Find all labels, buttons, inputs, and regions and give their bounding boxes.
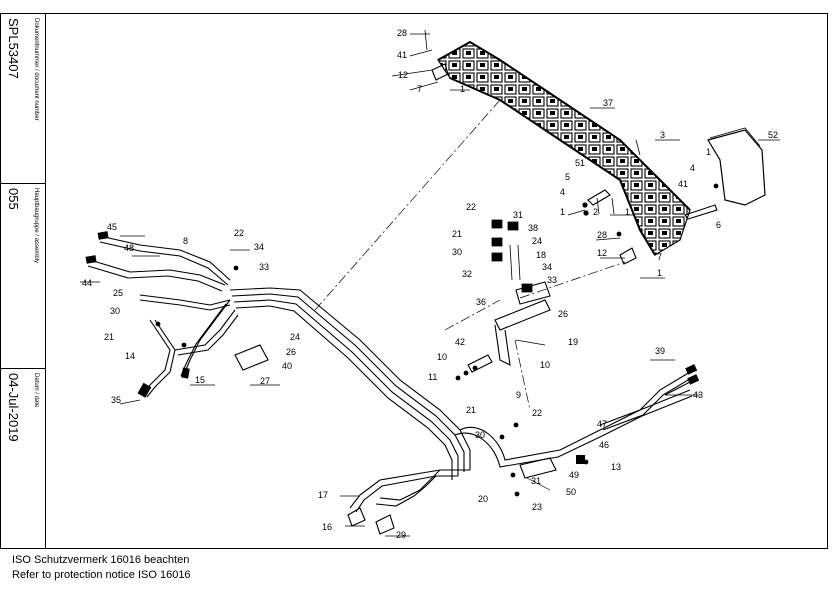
callout-44: 44 (82, 278, 92, 288)
callout-47: 47 (597, 419, 607, 429)
callout-32: 32 (462, 269, 472, 279)
cable-carrier-chain (437, 40, 691, 256)
callout-37: 37 (603, 98, 613, 108)
callout-31: 31 (513, 210, 523, 220)
callout-26: 26 (558, 309, 568, 319)
callout-21: 21 (466, 405, 476, 415)
callout-50: 50 (566, 487, 576, 497)
assembly-cell: Hauptbaugruppe / assembly 055 (1, 184, 45, 369)
callout-31: 31 (531, 476, 541, 486)
callout-10: 10 (437, 352, 447, 362)
callout-38: 38 (528, 223, 538, 233)
callout-41: 41 (678, 179, 688, 189)
cover-part (707, 127, 766, 206)
callout-49: 49 (569, 470, 579, 480)
callout-33: 33 (547, 275, 557, 285)
callout-35: 35 (111, 395, 121, 405)
callout-22: 22 (532, 408, 542, 418)
callout-8: 8 (183, 236, 188, 246)
fasteners (155, 29, 719, 497)
hose-bundle (229, 287, 693, 513)
callout-7: 7 (417, 84, 422, 94)
center-lines (314, 99, 626, 411)
callout-42: 42 (455, 337, 465, 347)
callout-41: 41 (397, 50, 407, 60)
callout-30: 30 (110, 306, 120, 316)
callout-51: 51 (575, 158, 585, 168)
callout-15: 15 (195, 375, 205, 385)
callout-29: 29 (396, 530, 406, 540)
callout-34: 34 (542, 262, 552, 272)
callout-7: 7 (657, 252, 662, 262)
callout-23: 23 (532, 502, 542, 512)
callout-1: 1 (560, 207, 565, 217)
callout-24: 24 (532, 236, 542, 246)
callout-33: 33 (259, 262, 269, 272)
callout-22: 22 (234, 228, 244, 238)
callout-48: 48 (124, 243, 134, 253)
callout-22: 22 (466, 202, 476, 212)
callout-20: 20 (478, 494, 488, 504)
title-block: Dokumentnummer / document number SPL5340… (0, 13, 46, 549)
callout-19: 19 (568, 337, 578, 347)
callout-1: 1 (657, 268, 662, 278)
callout-3: 3 (660, 130, 665, 140)
callout-4: 4 (560, 187, 565, 197)
callout-10: 10 (540, 360, 550, 370)
callout-16: 16 (322, 522, 332, 532)
callout-2: 2 (593, 207, 598, 217)
callout-21: 21 (104, 332, 114, 342)
callout-21: 21 (452, 229, 462, 239)
callout-1: 1 (460, 84, 465, 94)
document-number-cell: Dokumentnummer / document number SPL5340… (1, 14, 45, 184)
callout-30: 30 (475, 430, 485, 440)
callout-12: 12 (398, 70, 408, 80)
callout-6: 6 (716, 220, 721, 230)
callout-4: 4 (690, 163, 695, 173)
callout-18: 18 (536, 250, 546, 260)
callout-28: 28 (597, 230, 607, 240)
drawing-frame (45, 13, 828, 549)
protection-notice-en: Refer to protection notice ISO 16016 (12, 569, 191, 581)
callout-28: 28 (397, 28, 407, 38)
callout-17: 17 (318, 490, 328, 500)
protection-notice-de: ISO Schutzvermerk 16016 beachten (12, 554, 190, 566)
callout-52: 52 (768, 130, 778, 140)
callout-11: 11 (428, 372, 437, 382)
callout-30: 30 (452, 247, 462, 257)
callout-labels: 28 41 12 7 1 37 3 52 1 4 41 6 51 5 4 1 2… (80, 28, 780, 540)
callout-14: 14 (125, 351, 135, 361)
hydraulic-hoses (87, 235, 694, 431)
callout-1: 1 (625, 207, 630, 217)
callout-5: 5 (565, 172, 570, 182)
callout-12: 12 (597, 248, 607, 258)
callout-36: 36 (476, 297, 486, 307)
callout-39: 39 (655, 346, 665, 356)
hose-fittings (85, 231, 700, 464)
callout-13: 13 (611, 462, 621, 472)
callout-45: 45 (107, 222, 117, 232)
callout-24: 24 (290, 332, 300, 342)
callout-27: 27 (260, 376, 270, 386)
callout-46: 46 (599, 440, 609, 450)
callout-9: 9 (516, 390, 521, 400)
callout-1: 1 (706, 147, 711, 157)
callout-34: 34 (254, 242, 264, 252)
callout-43: 43 (693, 390, 703, 400)
callout-25: 25 (113, 288, 123, 298)
callout-40: 40 (282, 361, 292, 371)
callout-26: 26 (286, 347, 296, 357)
